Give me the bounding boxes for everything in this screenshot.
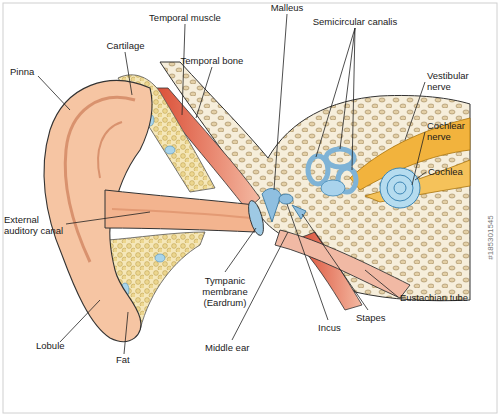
- malleus: [262, 188, 281, 222]
- part-label: Incus: [318, 322, 353, 333]
- auditory-canal: [105, 190, 255, 232]
- part-label: Vestibular nerve: [427, 70, 482, 92]
- part-label: Fat: [116, 354, 146, 365]
- part-label: External auditory canal: [4, 214, 72, 236]
- part-label: Tympanic membrane (Eardrum): [195, 275, 255, 308]
- part-label: Middle ear: [205, 342, 265, 353]
- part-label: Stapes: [356, 312, 396, 323]
- part-label: Temporal muscle: [135, 12, 235, 23]
- frame: [3, 3, 497, 413]
- canal-shade: [112, 209, 252, 218]
- cochlea: [380, 168, 420, 208]
- vestibule: [321, 180, 345, 196]
- leader-lines: [38, 14, 426, 354]
- part-label: Lobule: [36, 340, 76, 351]
- part-label: Cartilage: [98, 40, 153, 51]
- part-label: Temporal bone: [172, 55, 252, 66]
- part-label: Eustachian tube: [400, 292, 490, 303]
- part-label: Pinna: [10, 66, 50, 77]
- part-label: Malleus: [262, 2, 312, 13]
- eustachian-tube: [275, 230, 410, 298]
- part-label: Cochlea: [428, 166, 478, 177]
- pinna-fold: [65, 97, 135, 262]
- eardrum: [246, 199, 267, 237]
- part-label: Semicircular canalis: [300, 16, 410, 27]
- watermark: #185301545: [485, 188, 496, 288]
- incus: [279, 194, 293, 204]
- part-label: Cochlear nerve: [427, 120, 482, 142]
- pinna-fold: [98, 122, 122, 178]
